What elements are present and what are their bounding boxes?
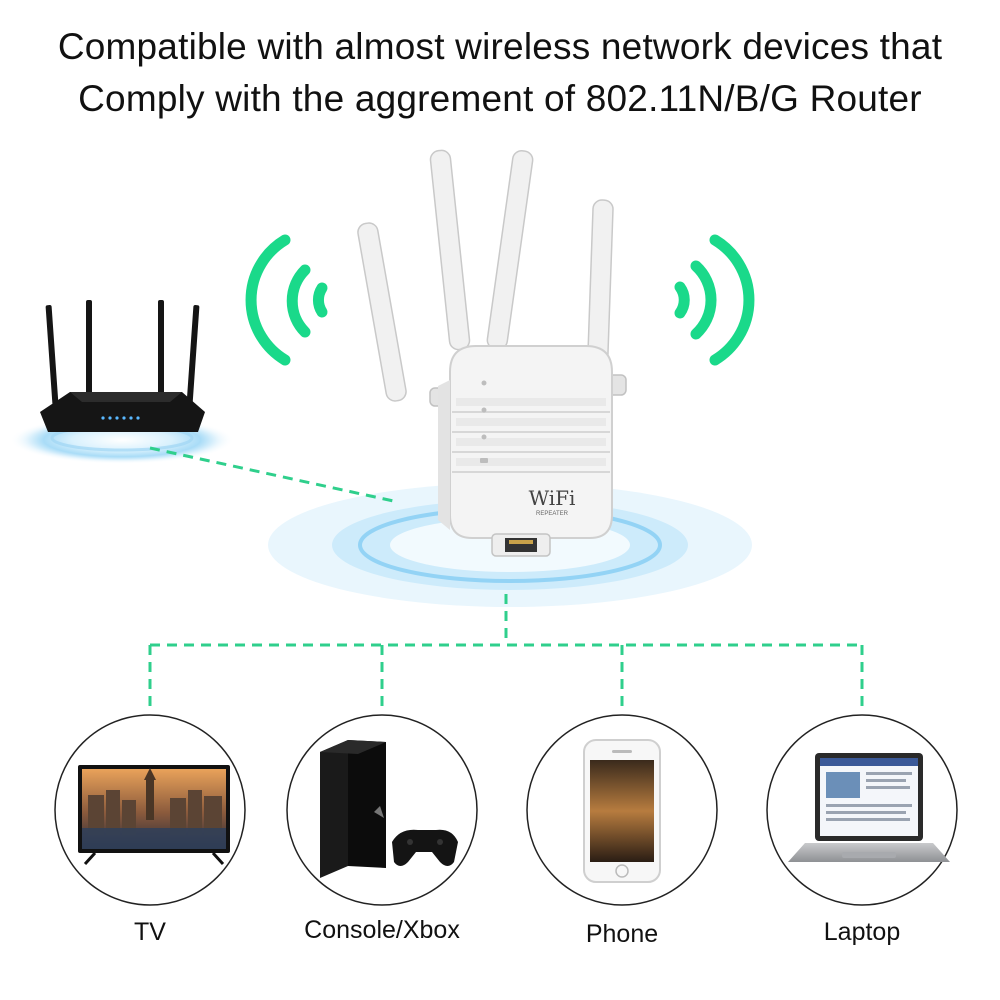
device-label-console: Console/Xbox xyxy=(304,916,460,944)
device-label-phone: Phone xyxy=(585,920,659,948)
router-image xyxy=(40,300,205,432)
repeater-logo-subtext: REPEATER xyxy=(536,511,569,517)
device-label-tv: TV xyxy=(134,918,166,946)
device-connector-lines xyxy=(148,594,864,708)
tv-icon xyxy=(78,765,230,866)
signal-waves-left xyxy=(245,234,328,366)
laptop-icon xyxy=(788,753,950,862)
device-label-laptop: Laptop xyxy=(823,918,901,946)
headline-line-1: Compatible with almost wireless network … xyxy=(57,26,943,67)
router-link-line xyxy=(149,446,399,504)
phone-icon xyxy=(583,739,661,883)
repeater-logo-text: WiFi xyxy=(529,486,576,510)
signal-waves-right xyxy=(674,234,755,366)
console-icon xyxy=(320,740,458,878)
headline-line-2: Comply with the aggrement of 802.11N/B/G… xyxy=(78,78,922,119)
wifi-repeater-image: WiFi REPEATER xyxy=(357,149,627,557)
ethernet-port-icon xyxy=(491,533,551,557)
